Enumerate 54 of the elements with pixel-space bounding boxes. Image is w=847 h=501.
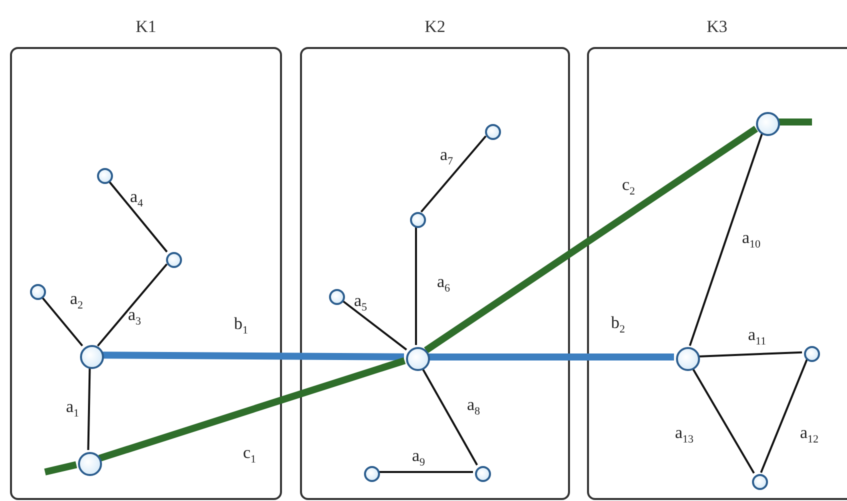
connector-line bbox=[698, 351, 802, 358]
thick-connector-line bbox=[102, 352, 404, 360]
edge-label: b$_{1}$ bbox=[234, 315, 248, 336]
vertex-circle bbox=[756, 112, 780, 136]
edge-label: a$_{3}$ bbox=[128, 306, 142, 328]
vertex-circle bbox=[30, 284, 46, 300]
vertex-circle bbox=[78, 452, 102, 476]
vertex-circle bbox=[406, 347, 430, 371]
edge-label: c$_{2}$ bbox=[622, 176, 636, 198]
vertex-circle bbox=[752, 474, 768, 490]
connector-line bbox=[760, 359, 808, 473]
connector-line bbox=[691, 366, 755, 474]
edge-label: a$_{11}$ bbox=[748, 326, 766, 348]
thick-connector-line bbox=[424, 126, 758, 354]
connector-line bbox=[40, 296, 84, 346]
connector-line bbox=[420, 135, 487, 213]
connector-line bbox=[421, 366, 478, 466]
edge-label: a$_{1}$ bbox=[66, 398, 80, 420]
vertex-circle bbox=[410, 212, 426, 228]
edge-label: a$_{13}$ bbox=[675, 424, 694, 446]
panel-title: K3 bbox=[706, 17, 728, 37]
vertex-circle bbox=[329, 289, 345, 305]
vertex-circle bbox=[804, 346, 820, 362]
vertex-circle bbox=[676, 347, 700, 371]
panel-title: K1 bbox=[136, 17, 156, 37]
vertex-circle bbox=[485, 124, 501, 140]
vertex-circle bbox=[166, 252, 182, 268]
edge-label: b$_{2}$ bbox=[611, 314, 625, 336]
vertex-circle bbox=[364, 466, 380, 482]
edge-label: a$_{12}$ bbox=[800, 424, 819, 446]
thick-connector-line bbox=[778, 118, 812, 126]
edge-label: a$_{2}$ bbox=[70, 290, 84, 312]
connector-line bbox=[378, 471, 473, 473]
connector-line bbox=[688, 133, 764, 346]
connector-line bbox=[340, 299, 408, 350]
connector-line bbox=[107, 180, 168, 252]
edge-label: a$_{5}$ bbox=[354, 292, 368, 314]
vertex-circle bbox=[97, 168, 113, 184]
connector-line bbox=[415, 226, 417, 345]
vertex-circle bbox=[80, 345, 104, 369]
edge-label: c$_{1}$ bbox=[243, 444, 256, 466]
edge-label: a$_{7}$ bbox=[440, 146, 454, 168]
edge-label: a$_{6}$ bbox=[437, 273, 450, 294]
connector-line bbox=[87, 366, 91, 450]
edge-label: a$_{9}$ bbox=[412, 447, 426, 468]
vertex-circle bbox=[475, 466, 491, 482]
edge-label: a$_{10}$ bbox=[742, 229, 761, 250]
panel-title: K2 bbox=[424, 17, 446, 37]
edge-label: a$_{8}$ bbox=[467, 396, 480, 418]
connector-line bbox=[96, 263, 168, 346]
thick-connector-line bbox=[98, 357, 406, 462]
edge-label: a$_{4}$ bbox=[130, 188, 144, 210]
thick-connector-line bbox=[428, 354, 674, 360]
thick-connector-line bbox=[44, 461, 78, 476]
